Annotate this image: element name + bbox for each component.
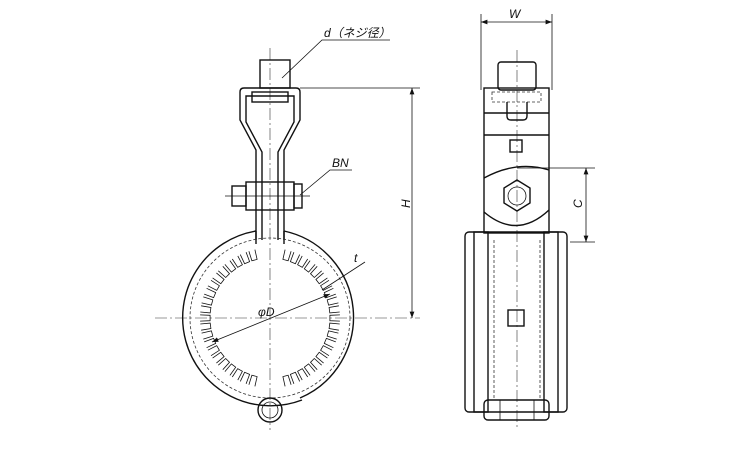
ring-tooth [326,296,339,306]
ring-tooth [200,305,212,314]
ring-tooth [239,252,251,265]
ring-tooth [315,272,328,285]
ring-tooth [320,345,333,357]
ring-tooth [282,374,292,387]
ring-tooth [212,351,225,364]
ring-tooth [239,371,251,384]
ring-tooth [224,260,237,273]
ring-tooth [328,305,340,314]
ring-tooth [248,374,258,387]
ring-tooth [328,322,340,331]
ring-tooth [248,249,258,262]
hanger-outer [239,87,301,240]
ring-tooth [297,368,309,381]
hex-nut [503,179,531,212]
hex-bore [507,186,527,206]
bn-leader [299,169,352,196]
side-bottom-bolt [483,399,550,421]
threaded-rod [259,59,291,89]
ring-tooth [315,351,328,364]
bottom-bolt [257,397,283,423]
bolt-nut-label: BN [332,156,349,170]
front-view: H d（ネジ径） BN t φD [155,26,420,430]
ring-tooth [303,260,316,273]
ring-gap [255,231,285,244]
side-band [464,231,568,413]
ring-tooth [289,252,301,265]
thread-diameter-label: d（ネジ径） [324,26,391,40]
clamp-outline [483,165,550,227]
ring-tooth [200,322,212,331]
ring-tooth [323,287,336,299]
ring-tooth [231,368,243,381]
d-leader [281,39,390,79]
ring-tooth [326,330,339,340]
t-leader [321,261,366,291]
side-view: W C [464,7,595,430]
center-offset-label: C [571,199,585,208]
ring-tooth [218,266,231,279]
ring-tooth [320,279,333,291]
hanger-inner [245,95,295,240]
diameter-dimension-line [211,293,331,343]
band-flange-left [473,231,489,413]
width-label: W [509,7,522,21]
side-body [483,87,550,234]
ring-tooth [289,371,301,384]
side-rod [497,61,537,91]
rod-nut-top [251,91,289,103]
ring-tooth [224,363,237,376]
ring-tooth [297,255,309,268]
ring-tooth [323,337,336,349]
ring-tooth [207,279,220,291]
logo-mark-top [509,139,523,153]
thickness-label: t [354,251,358,265]
ring-tooth [218,357,231,370]
pipe-diameter-label: φD [258,305,275,319]
logo-mark-band [507,309,525,327]
height-label: H [399,199,413,208]
ring-tooth [204,287,217,299]
ring-tooth [201,296,214,306]
bottom-bolt-inner [261,401,279,419]
ring-tooth [204,337,217,349]
ring-tooth [212,272,225,285]
band-flange-right [543,231,559,413]
ring-tooth [207,345,220,357]
ring-tooth [231,255,243,268]
ring-tooth [303,363,316,376]
ring-tooth [282,249,292,262]
slot [506,102,528,121]
hidden-nut [491,91,542,103]
ring-tooth [200,314,211,322]
ring-tooth [309,357,322,370]
ring-tooth [201,330,214,340]
ring-tooth [309,266,322,279]
